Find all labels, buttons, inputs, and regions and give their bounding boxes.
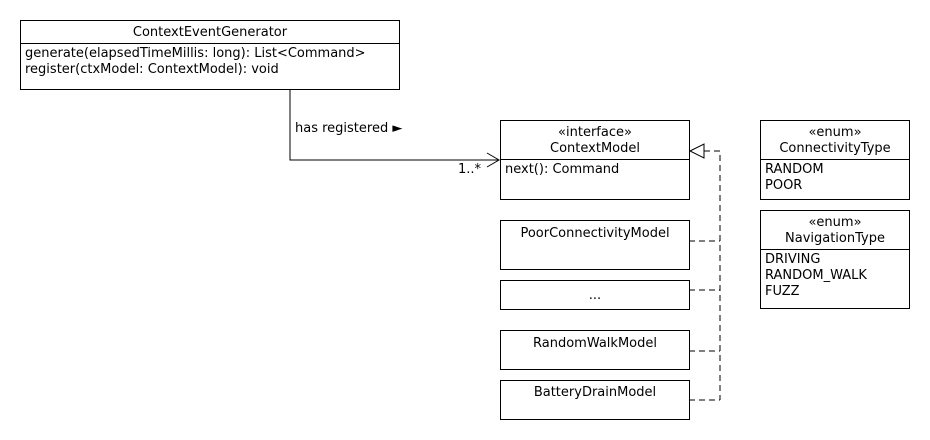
association-arrowhead	[486, 152, 500, 168]
enum-value: RANDOM	[765, 162, 824, 177]
class-name: ContextEventGenerator	[132, 25, 288, 40]
enum-stereotype: «enum»	[808, 215, 862, 230]
enum-value: RANDOM_WALK	[765, 268, 867, 283]
realization-lines	[689, 150, 721, 401]
enum-value: POOR	[765, 178, 803, 193]
random-walk-model-class: RandomWalkModel	[500, 330, 690, 370]
battery-drain-model-class: BatteryDrainModel	[500, 380, 690, 420]
interface-stereotype: «interface»	[558, 125, 632, 140]
connectivity-type-enum: «enum» ConnectivityType RANDOM POOR	[760, 120, 910, 200]
class-name: BatteryDrainModel	[533, 385, 657, 400]
class-separator	[21, 43, 399, 44]
interface-separator	[501, 159, 689, 160]
navigation-type-enum: «enum» NavigationType DRIVING RANDOM_WAL…	[760, 210, 910, 309]
method-generate: generate(elapsedTimeMillis: long): List<…	[25, 46, 366, 61]
enum-name: ConnectivityType	[779, 141, 891, 156]
class-name: ...	[588, 288, 602, 303]
enum-value: DRIVING	[765, 252, 821, 267]
association-line	[289, 89, 498, 161]
method-register: register(ctxModel: ContextModel): void	[25, 62, 279, 77]
class-name: PoorConnectivityModel	[520, 226, 670, 241]
context-model-interface: «interface» ContextModel next(): Command	[500, 120, 690, 200]
context-event-generator-class: ContextEventGenerator generate(elapsedTi…	[20, 20, 400, 90]
ellipsis-model-class: ...	[500, 280, 690, 310]
interface-name: ContextModel	[550, 141, 640, 156]
association-multiplicity: 1..*	[458, 162, 482, 177]
poor-connectivity-model-class: PoorConnectivityModel	[500, 220, 690, 270]
enum-separator	[761, 249, 909, 250]
enum-stereotype: «enum»	[808, 125, 862, 140]
method-next: next(): Command	[505, 162, 620, 177]
association-label: has registered ►	[295, 121, 403, 136]
class-name: RandomWalkModel	[533, 336, 657, 351]
enum-value: FUZZ	[765, 284, 800, 299]
enum-name: NavigationType	[785, 231, 885, 246]
realization-triangle	[688, 143, 705, 159]
enum-separator	[761, 159, 909, 160]
